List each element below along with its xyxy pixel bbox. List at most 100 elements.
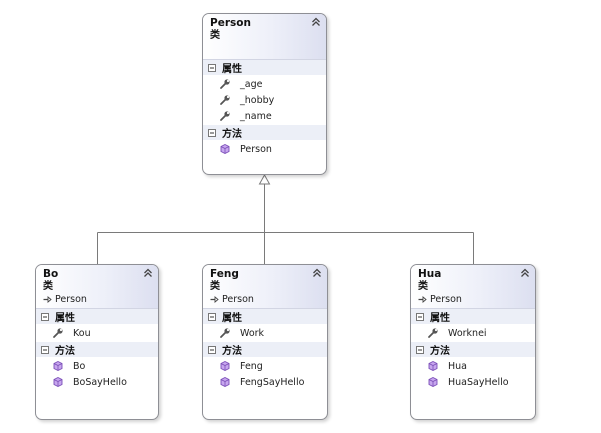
member-name: Feng <box>240 360 263 372</box>
member-row[interactable]: _hobby <box>203 92 326 108</box>
collapse-chevrons-icon[interactable] <box>311 17 321 27</box>
wrench-icon <box>220 111 230 121</box>
member-row[interactable]: BoSayHello <box>36 374 158 390</box>
method-cube-icon <box>220 376 230 388</box>
section-header[interactable]: 属性 <box>411 309 535 324</box>
inherits-arrow-icon <box>418 296 427 303</box>
member-row[interactable]: Kou <box>36 325 158 341</box>
base-class-ref: Person <box>210 293 327 306</box>
class-feng[interactable]: Feng 类 Person 属性 <box>202 264 328 420</box>
member-row[interactable]: Person <box>203 141 326 157</box>
class-header: Person 类 <box>203 14 326 60</box>
method-cube-icon <box>220 360 230 372</box>
section-title: 方法 <box>222 129 242 140</box>
section-properties: 属性 Kou <box>36 309 158 342</box>
method-cube-icon <box>428 360 438 372</box>
collapse-minus-icon[interactable] <box>208 345 216 354</box>
method-cube-icon <box>53 360 63 372</box>
class-name: Feng <box>210 268 239 280</box>
section-title: 属性 <box>430 313 450 324</box>
member-name: _hobby <box>240 94 275 106</box>
member-row[interactable]: Worknei <box>411 325 535 341</box>
wrench-icon <box>220 79 230 89</box>
collapse-minus-icon[interactable] <box>416 345 424 354</box>
collapse-chevrons-icon[interactable] <box>520 268 530 278</box>
member-row[interactable]: _age <box>203 76 326 92</box>
member-name: Kou <box>73 327 91 339</box>
collapse-minus-icon[interactable] <box>416 312 424 321</box>
member-name: FengSayHello <box>240 376 305 388</box>
section-header[interactable]: 属性 <box>203 309 327 324</box>
class-bo[interactable]: Bo 类 Person 属性 <box>35 264 159 420</box>
section-header[interactable]: 方法 <box>203 125 326 140</box>
member-row[interactable]: _name <box>203 108 326 124</box>
section-methods: 方法 Bo BoSayHello <box>36 342 158 391</box>
section-header[interactable]: 方法 <box>203 342 327 357</box>
member-name: HuaSayHello <box>448 376 509 388</box>
member-name: Person <box>240 143 272 155</box>
member-name: Work <box>240 327 265 339</box>
section-methods: 方法 Person <box>203 125 326 158</box>
section-header[interactable]: 方法 <box>411 342 535 357</box>
member-row[interactable]: Hua <box>411 358 535 374</box>
wrench-icon <box>220 95 230 105</box>
class-kind: 类 <box>43 281 53 292</box>
collapse-minus-icon[interactable] <box>41 312 49 321</box>
base-class-name: Person <box>222 294 254 305</box>
inherits-arrow-icon <box>43 296 52 303</box>
section-header[interactable]: 属性 <box>36 309 158 324</box>
section-title: 方法 <box>222 346 242 357</box>
class-header: Bo 类 Person <box>36 265 158 309</box>
section-title: 方法 <box>55 346 75 357</box>
collapse-minus-icon[interactable] <box>208 312 216 321</box>
member-row[interactable]: FengSayHello <box>203 374 327 390</box>
member-name: _age <box>240 78 263 90</box>
base-class-name: Person <box>430 294 462 305</box>
section-title: 属性 <box>55 313 75 324</box>
method-cube-icon <box>428 376 438 388</box>
member-row[interactable]: HuaSayHello <box>411 374 535 390</box>
member-row[interactable]: Work <box>203 325 327 341</box>
member-name: Bo <box>73 360 86 372</box>
collapse-minus-icon[interactable] <box>208 63 216 72</box>
class-person[interactable]: Person 类 属性 <box>202 13 327 175</box>
member-name: _name <box>240 110 272 122</box>
method-cube-icon <box>220 143 230 155</box>
class-hua[interactable]: Hua 类 Person 属性 <box>410 264 536 420</box>
base-class-name: Person <box>55 294 87 305</box>
method-cube-icon <box>53 376 63 388</box>
class-name: Bo <box>43 268 59 280</box>
base-class-ref: Person <box>43 293 158 306</box>
section-header[interactable]: 方法 <box>36 342 158 357</box>
class-name: Person <box>210 17 251 29</box>
inherits-arrow-icon <box>210 296 219 303</box>
collapse-minus-icon[interactable] <box>208 128 216 137</box>
section-title: 方法 <box>430 346 450 357</box>
member-name: BoSayHello <box>73 376 127 388</box>
collapse-minus-icon[interactable] <box>41 345 49 354</box>
section-properties: 属性 Worknei <box>411 309 535 342</box>
wrench-icon <box>53 328 63 338</box>
section-header[interactable]: 属性 <box>203 60 326 75</box>
inheritance-arrowhead <box>258 173 271 185</box>
section-title: 属性 <box>222 313 242 324</box>
section-methods: 方法 Feng FengSayHello <box>203 342 327 391</box>
collapse-chevrons-icon[interactable] <box>143 268 153 278</box>
member-name: Hua <box>448 360 467 372</box>
wrench-icon <box>220 328 230 338</box>
class-header: Feng 类 Person <box>203 265 327 309</box>
class-name: Hua <box>418 268 442 280</box>
class-kind: 类 <box>210 281 220 292</box>
class-kind: 类 <box>418 281 428 292</box>
collapse-chevrons-icon[interactable] <box>312 268 322 278</box>
base-class-ref: Person <box>418 293 535 306</box>
section-properties: 属性 _age _hobby <box>203 60 326 125</box>
member-name: Worknei <box>448 327 487 339</box>
class-kind: 类 <box>210 30 220 41</box>
member-row[interactable]: Bo <box>36 358 158 374</box>
member-row[interactable]: Feng <box>203 358 327 374</box>
section-properties: 属性 Work <box>203 309 327 342</box>
section-title: 属性 <box>222 64 242 75</box>
